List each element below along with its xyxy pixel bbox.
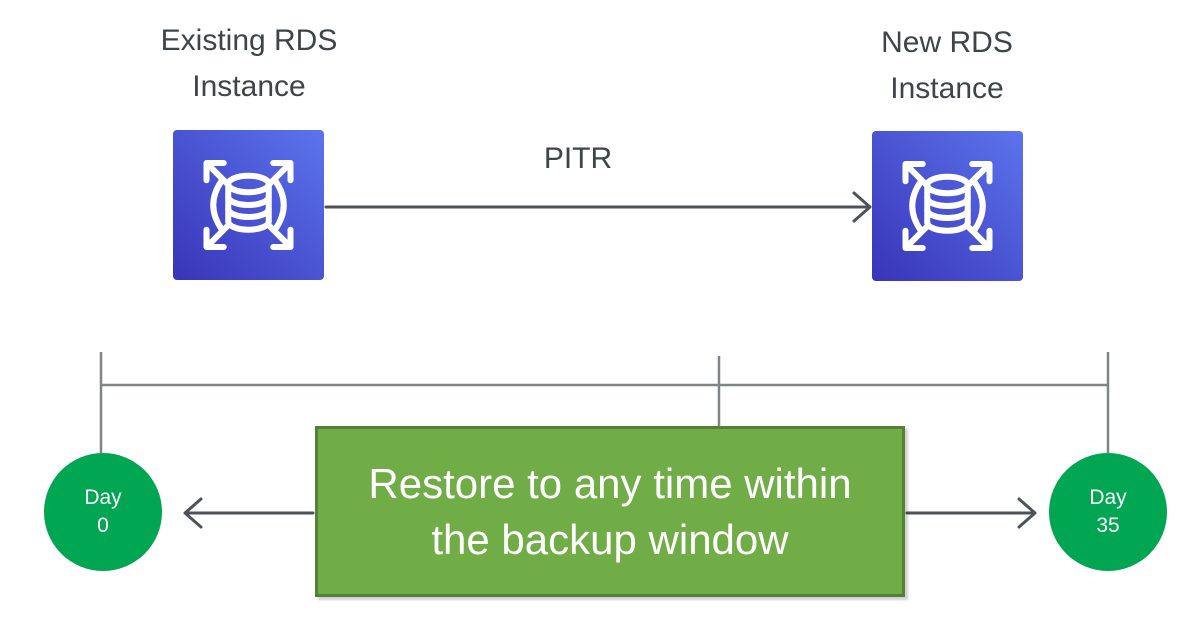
right-arrowhead-icon [1017,497,1037,529]
new-rds-label-line1: New RDS [881,26,1013,59]
pitr-label: PITR [543,142,613,175]
day-0-label: Day [84,486,122,509]
restore-window-line1: Restore to any time within [368,459,852,507]
day-0-marker: Day 0 [44,453,162,571]
existing-rds-label: Existing RDS Instance [99,18,399,110]
restore-window-line2: the backup window [431,515,789,563]
pitr-arrowhead-icon [852,191,872,223]
amazon-rds-icon [872,131,1023,281]
existing-rds-label-line2: Instance [192,70,306,103]
amazon-rds-icon [173,130,324,280]
left-arrowhead-icon [183,497,203,529]
day-0-value: 0 [97,514,109,537]
day-35-label: Day [1089,486,1127,509]
new-rds-label-line2: Instance [890,72,1004,105]
day-35-marker: Day 35 [1049,453,1167,571]
existing-rds-label-line1: Existing RDS [160,24,338,57]
day-35-value: 35 [1096,514,1120,537]
restore-window-box: Restore to any time within the backup wi… [315,426,905,597]
new-rds-label: New RDS Instance [797,20,1097,112]
